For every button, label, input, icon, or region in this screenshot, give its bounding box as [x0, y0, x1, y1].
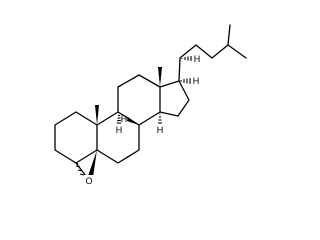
atom-labels: O H H H H H — [84, 54, 200, 186]
c14-h-hash — [158, 113, 162, 124]
epoxide-oxygen-label: O — [85, 176, 92, 186]
ring-b — [96, 111, 140, 164]
stereo-bonds — [73, 56, 192, 177]
c5-oxygen-wedge — [88, 150, 97, 177]
c17-hydrogen-label: H — [193, 76, 200, 86]
c10-methyl-wedge — [95, 105, 99, 125]
c8-h-wedge — [127, 117, 139, 125]
c17-h-hash — [180, 78, 191, 84]
c14-hydrogen-label: H — [157, 125, 164, 135]
c13-methyl-wedge — [158, 67, 162, 87]
c20-h-hash — [181, 56, 192, 61]
side-chain — [178, 44, 247, 82]
c20-hydrogen-label: H — [194, 54, 201, 64]
c9-hydrogen-label: H — [116, 125, 123, 135]
c8-hydrogen-label: H — [121, 114, 128, 124]
ring-bonds — [54, 24, 247, 181]
ring-c — [117, 74, 161, 126]
c4-epoxide-hash — [73, 161, 85, 176]
ring-d — [159, 80, 190, 117]
molecule-structure-diagram: O H H H H H — [54, 24, 247, 186]
c9-h-hash — [116, 112, 122, 124]
c25-methyl-bond — [227, 24, 231, 46]
ring-a — [54, 111, 98, 164]
